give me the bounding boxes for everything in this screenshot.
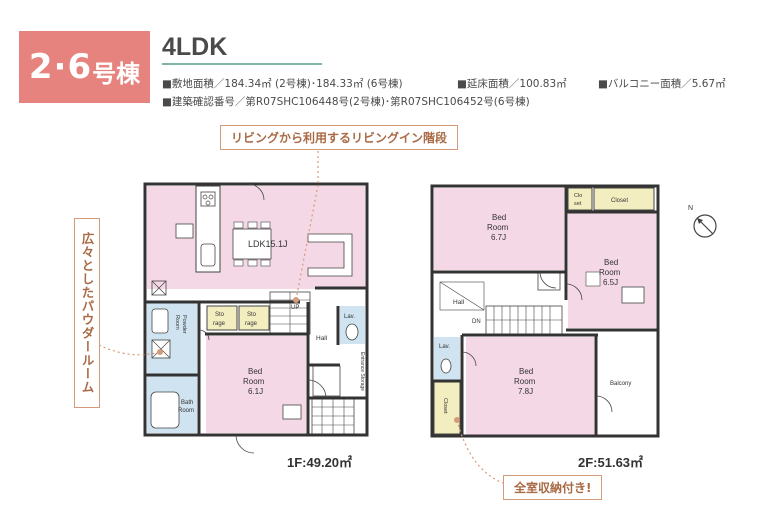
closet-side-area bbox=[433, 381, 461, 435]
toilet-2f bbox=[440, 358, 452, 374]
balcony-label: Balcony bbox=[610, 381, 631, 387]
stairs-1f bbox=[269, 291, 311, 335]
title-underline bbox=[162, 63, 322, 65]
storage-callout: 全室収納付き! bbox=[503, 475, 603, 500]
ldk-label: LDK15.1J bbox=[248, 239, 288, 249]
compass-north-label: N bbox=[688, 205, 693, 212]
bedroom-78-area bbox=[466, 337, 594, 435]
powder-room-callout-text: 広々としたパウダールーム bbox=[79, 232, 95, 394]
storage-2-area bbox=[238, 305, 270, 331]
bed1-2f-label-a: Bed bbox=[492, 213, 506, 222]
storage-1-area bbox=[206, 305, 238, 331]
entrance-storage-label: Entrance Storage bbox=[359, 352, 365, 391]
floor-2-plan: Bed Room 6.7J Bed Room 6.5J Bed Room 7.8… bbox=[430, 184, 660, 438]
floor-1-area: 1F:49.20㎡ bbox=[287, 455, 353, 470]
badge-number: 2·6 bbox=[28, 47, 93, 87]
bedroom-67-area bbox=[434, 188, 564, 270]
bed2-2f-size: 6.5J bbox=[603, 278, 618, 287]
floor-1-plan: LDK15.1J Bed Room 6.1J Sto rage Sto rage… bbox=[143, 182, 369, 454]
stairs-down-label: DN bbox=[472, 319, 481, 325]
bed-1f-label-1: Bed bbox=[248, 367, 262, 376]
floor-2-area: 2F:51.63㎡ bbox=[578, 455, 644, 470]
building-number-badge: 2·6 号棟 bbox=[19, 31, 150, 103]
storage-2-label-a: Sto bbox=[247, 312, 257, 318]
closet-small-label-a: Clo bbox=[574, 193, 582, 199]
toilet-1f bbox=[345, 323, 359, 341]
plan-type-title: 4LDK bbox=[162, 33, 228, 61]
dining-table bbox=[232, 228, 272, 260]
closet-top-area bbox=[593, 187, 655, 211]
powder-room-label-a: Powder bbox=[181, 315, 187, 334]
bed1-2f-label-b: Room bbox=[487, 223, 509, 232]
bath-room-label-b: Room bbox=[178, 408, 194, 414]
storage-1-label-a: Sto bbox=[215, 312, 225, 318]
closet-small-label-b: set bbox=[574, 201, 582, 207]
callout-leaders bbox=[98, 146, 504, 484]
bed2-2f-label-b: Room bbox=[599, 268, 621, 277]
bed3-2f-size: 7.8J bbox=[518, 387, 533, 396]
bedroom-65-area bbox=[568, 212, 656, 328]
storage-1-label-b: rage bbox=[213, 321, 226, 327]
refrigerator bbox=[175, 223, 194, 239]
walls-1f bbox=[143, 182, 369, 437]
bath-room-label-a: Bath bbox=[181, 400, 193, 406]
washbasin bbox=[151, 308, 169, 334]
walls-2f bbox=[430, 184, 660, 438]
bathtub bbox=[150, 391, 180, 429]
closet-small-area bbox=[567, 187, 593, 211]
floor-area-spec: ■延床面積／100.83㎡ bbox=[457, 78, 567, 90]
compass-icon: N bbox=[688, 205, 717, 238]
bed-1f-label-2: Room bbox=[243, 377, 265, 386]
site-area-spec: ■敷地面積／184.34㎡ (2号棟)･184.33㎡ (6号棟) bbox=[162, 78, 403, 90]
stairs-2f bbox=[439, 281, 563, 335]
bed2-2f-label-a: Bed bbox=[604, 258, 618, 267]
bed-1f-size: 6.1J bbox=[248, 387, 263, 396]
powder-room-callout: 広々としたパウダールーム bbox=[74, 218, 100, 408]
bed3-2f-label-a: Bed bbox=[519, 367, 533, 376]
lav-1f-label: Lav. bbox=[344, 314, 355, 320]
hall-2f-label: Hall bbox=[453, 299, 465, 306]
badge-suffix: 号棟 bbox=[92, 59, 141, 88]
entrance-tiles bbox=[311, 365, 355, 435]
closet-top-label: Closet bbox=[611, 198, 628, 204]
balcony-area-spec: ■バルコニー面積／5.67㎡ bbox=[598, 78, 726, 90]
lav-2f-label: Lav. bbox=[439, 344, 450, 350]
bed3-2f-label-b: Room bbox=[514, 377, 536, 386]
sofa bbox=[307, 233, 353, 277]
closet-side-label: Closet bbox=[442, 398, 448, 414]
building-permit-spec: ■建築確認番号／第R07SHC106448号(2号棟)･第R07SHC10645… bbox=[162, 96, 530, 108]
living-stairs-callout: リビングから利用するリビングイン階段 bbox=[220, 125, 459, 150]
bed1-2f-size: 6.7J bbox=[491, 233, 506, 242]
storage-2-label-b: rage bbox=[245, 321, 258, 327]
hall-1f-label: Hall bbox=[316, 335, 328, 342]
stairs-up-label: UP bbox=[291, 305, 299, 311]
powder-room-label-b: Room bbox=[174, 315, 180, 330]
